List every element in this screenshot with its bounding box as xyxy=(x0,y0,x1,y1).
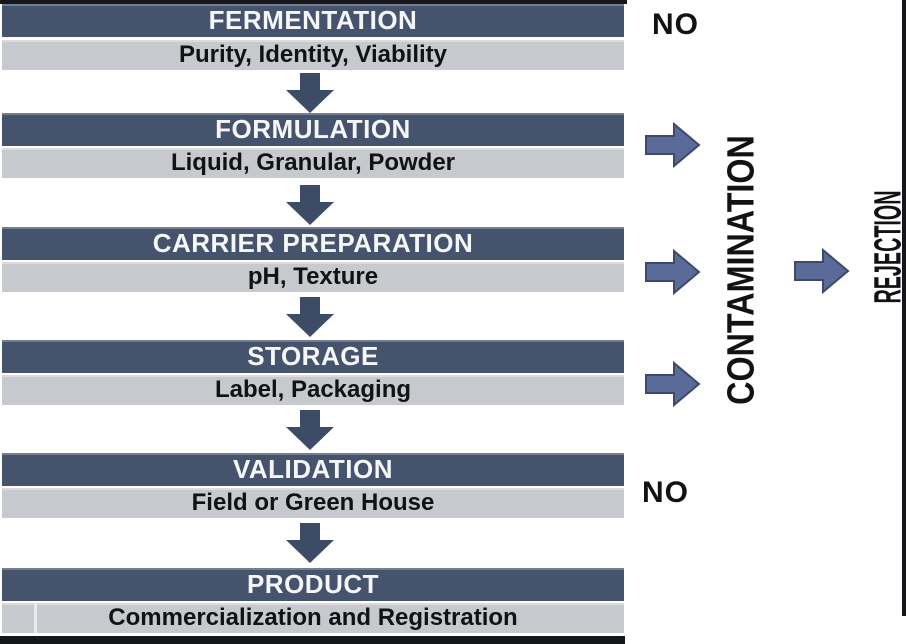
down-arrow-5 xyxy=(286,523,334,563)
no-label-validation: NO xyxy=(642,476,689,509)
stage-formulation-subtitle: Liquid, Granular, Powder xyxy=(2,148,624,178)
stage-fermentation-subtitle: Purity, Identity, Viability xyxy=(2,40,624,70)
bottom-border xyxy=(0,636,625,644)
rejection-arrow xyxy=(794,248,850,294)
contamination-arrow-carrier xyxy=(645,249,701,295)
down-arrow-3 xyxy=(286,297,334,337)
rejection-label: REJECTION xyxy=(867,190,906,304)
stage-carrier-preparation-subtitle: pH, Texture xyxy=(2,262,624,292)
stage-product-title: PRODUCT xyxy=(2,568,624,601)
right-border xyxy=(902,0,906,616)
stage-product-subtitle: Commercialization and Registration xyxy=(2,603,624,633)
stage-validation-title: VALIDATION xyxy=(2,453,624,486)
stage-validation-subtitle: Field or Green House xyxy=(2,488,624,518)
down-arrow-4 xyxy=(286,410,334,450)
contamination-label: CONTAMINATION xyxy=(720,135,763,405)
stage-fermentation-title: FERMENTATION xyxy=(2,4,624,37)
down-arrow-1 xyxy=(286,73,334,113)
contamination-arrow-storage xyxy=(645,361,701,407)
stage-storage-title: STORAGE xyxy=(2,340,624,373)
stage-storage-subtitle: Label, Packaging xyxy=(2,375,624,405)
stage-formulation-title: FORMULATION xyxy=(2,113,624,146)
down-arrow-2 xyxy=(286,185,334,225)
product-subtitle-cell-divider xyxy=(34,603,37,633)
contamination-arrow-formulation xyxy=(645,122,701,168)
stage-carrier-preparation-title: CARRIER PREPARATION xyxy=(2,227,624,260)
no-label-fermentation: NO xyxy=(652,8,699,41)
top-border xyxy=(0,0,627,4)
